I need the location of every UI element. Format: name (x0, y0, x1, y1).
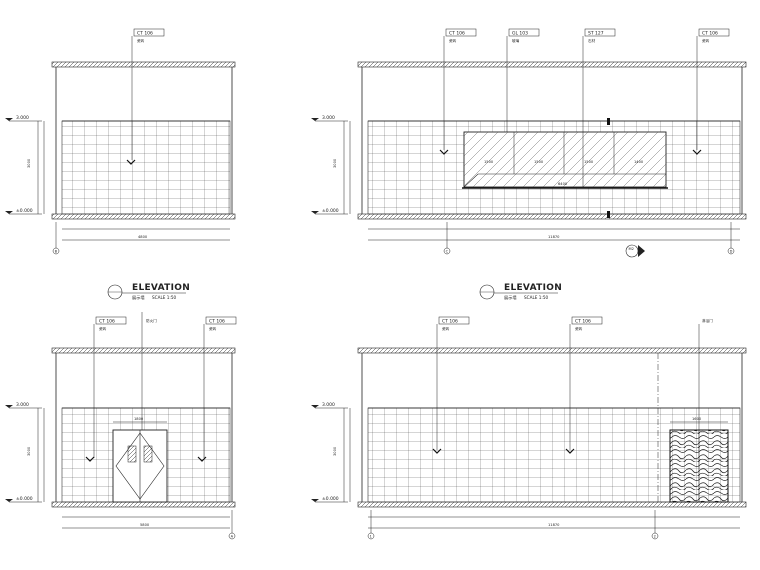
e2-mirror-total: 6400 (558, 182, 568, 186)
e2-mirror-dim-1: 1500 (484, 160, 494, 164)
e2-ceiling-slab (357, 61, 747, 68)
e2-mirror-dim-3: 1500 (584, 160, 594, 164)
title-a-sub: 展示墙 (132, 294, 145, 301)
e2-height-dim: 3000 (333, 158, 337, 168)
e4-tag1-name: 瓷砖 (442, 326, 450, 331)
e1-height-dim: 3000 (27, 158, 31, 168)
e2-mirror-dim-4: 1400 (634, 160, 644, 164)
e4-arrow-icon-1 (432, 448, 442, 454)
elevation-1: CT 106 瓷砖 3.000 ±0.000 3000 4800 B (5, 28, 236, 255)
e2-grid-left: C (446, 250, 449, 254)
e3-tag1-code: CT 106 (99, 319, 115, 325)
title-a-label: ELEVATION (132, 283, 190, 293)
e1-total-dim: 4800 (138, 235, 148, 239)
e4-ceiling-slab (357, 347, 747, 354)
e4-grid-left: 1 (370, 535, 372, 539)
e3-height-dim: 3000 (27, 446, 31, 456)
e2-tag4-name: 瓷砖 (702, 38, 710, 43)
title-block-a: ELEVATION 展示墙 SCALE 1:50 (107, 283, 190, 301)
e2-tag4-code: CT 106 (702, 31, 718, 37)
e2-tag1-name: 瓷砖 (449, 38, 457, 43)
e4-level-top: 3.000 (322, 402, 335, 408)
title-b-sub: 展示墙 (504, 294, 517, 301)
e2-grid-right: D (730, 250, 733, 254)
e1-grid-mark: B (55, 250, 58, 254)
e1-tag-name: 瓷砖 (137, 38, 145, 43)
e4-level-bottom: ±0.000 (322, 496, 339, 502)
e2-floor-slab (357, 213, 747, 220)
e1-floor-slab (51, 213, 236, 220)
e1-tile-field (61, 120, 231, 215)
e4-grid-right: 2 (654, 535, 656, 539)
e2-tag3-name: 石材 (588, 38, 596, 43)
e4-door-dim: 1600 (692, 417, 702, 421)
e4-total-dim: 11870 (548, 523, 560, 527)
e4-height-dim: 3000 (333, 446, 337, 456)
e3-tag2-name: 瓷砖 (209, 326, 217, 331)
elevation-3: 1800 CT 106 瓷砖 防火门 CT 106 瓷砖 3.000 ±0.00… (5, 312, 237, 540)
e3-grid-mark: A (231, 535, 234, 539)
elevation-4: 1600 CT 106 瓷砖 CT 106 瓷砖 淋浴门 3.000 ±0.00… (311, 316, 747, 540)
e3-arrow-icon-2 (197, 456, 207, 462)
e2-tag1-code: CT 106 (449, 31, 465, 37)
e3-door-label: 防火门 (146, 318, 157, 323)
e2-arrow-icon-1 (439, 149, 449, 155)
e2-tag2-code: GL 103 (512, 31, 528, 37)
title-block-b: ELEVATION 展示墙 SCALE 1:50 (479, 283, 562, 301)
e2-tag3-code: ST 127 (588, 31, 604, 37)
e4-tag2-code: CT 106 (575, 319, 591, 325)
e4-arrow-icon-2 (565, 448, 575, 454)
e4-tag2-name: 瓷砖 (575, 326, 583, 331)
e3-arrow-icon-1 (85, 456, 95, 462)
title-b-scale: SCALE 1:50 (524, 295, 548, 300)
e3-tag1-name: 瓷砖 (99, 326, 107, 331)
e2-arrow-icon-2 (692, 149, 702, 155)
e4-floor-slab (357, 501, 747, 508)
e2-total-dim: 11870 (548, 235, 560, 239)
e3-tag2-code: CT 106 (209, 319, 225, 325)
e2-level-bottom: ±0.000 (322, 208, 339, 214)
e1-level-top: 3.000 (16, 115, 29, 121)
e3-door-dim: 1800 (134, 417, 144, 421)
elevation-2: 1500 1500 1500 1400 6400 CT 106 瓷砖 GL 10… (311, 28, 747, 258)
e4-shower-label: 淋浴门 (702, 318, 713, 323)
e2-tag2-name: 玻璃 (512, 38, 520, 43)
e2-level-top: 3.000 (322, 115, 335, 121)
e1-arrow-icon (126, 159, 136, 165)
e3-total-dim: 5800 (140, 523, 150, 527)
e3-level-top: 3.000 (16, 402, 29, 408)
title-a-scale: SCALE 1:50 (152, 295, 176, 300)
e1-level-bottom: ±0.000 (16, 208, 33, 214)
e3-floor-slab (51, 501, 236, 508)
e4-tag1-code: CT 106 (442, 319, 458, 325)
e2-section-mark: M2 (629, 247, 634, 251)
e3-ceiling-slab (51, 347, 236, 354)
title-b-label: ELEVATION (504, 283, 562, 293)
e1-tag-code: CT 106 (137, 31, 153, 37)
e2-section-arrow-icon (638, 245, 645, 257)
e1-ceiling-slab (51, 61, 236, 68)
e2-mirror-dim-2: 1500 (534, 160, 544, 164)
e3-level-bottom: ±0.000 (16, 496, 33, 502)
